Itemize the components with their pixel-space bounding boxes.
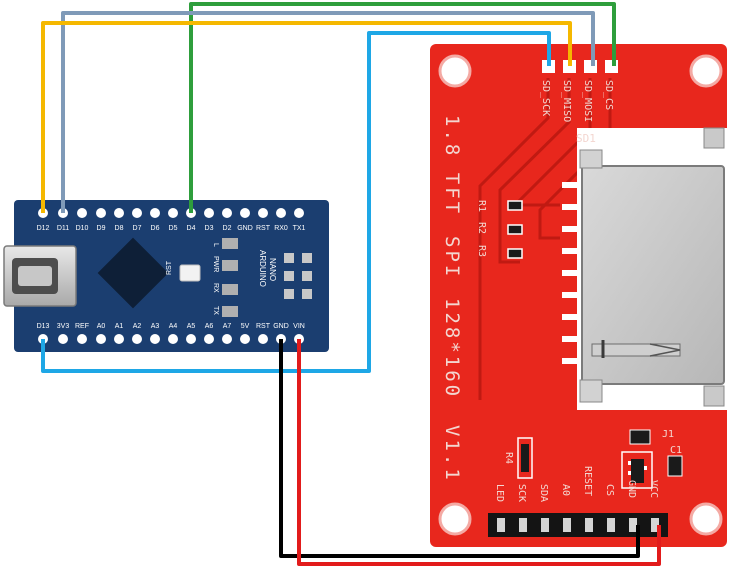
board-model: NANO <box>268 258 277 281</box>
led-label: PWR <box>212 256 219 272</box>
resistor-label: R2 <box>476 222 487 234</box>
pin-label: VIN <box>293 323 305 330</box>
pin-label: TX1 <box>293 225 306 232</box>
sd-pin-label: SD_SCK <box>540 80 551 116</box>
pin-label: D2 <box>223 225 232 232</box>
pin-label: 3V3 <box>57 323 70 330</box>
pin-label: A2 <box>133 323 142 330</box>
board-name: ARDUINO <box>258 250 267 287</box>
pin-label: 5V <box>241 323 250 330</box>
nano-top-pins <box>38 208 304 218</box>
header-pin-label: GND <box>626 480 637 498</box>
led-label: RX <box>212 283 219 293</box>
nano-bottom-pins <box>38 334 304 344</box>
pin-label: A0 <box>97 323 106 330</box>
pin-label: A5 <box>187 323 196 330</box>
sd-pin-label: SD_MISO <box>561 80 572 122</box>
wire-d12-sd-miso <box>41 21 572 213</box>
pin-label: A6 <box>205 323 214 330</box>
mounting-holes <box>438 54 723 536</box>
pin-label: D8 <box>115 225 124 232</box>
wires <box>41 2 661 566</box>
pin-label: GND <box>237 225 253 232</box>
header-pin-label: RESET <box>582 466 593 496</box>
pin-label: D5 <box>169 225 178 232</box>
pin-label: RX0 <box>274 225 288 232</box>
sd-card-slot: SD1 <box>562 127 727 410</box>
pin-label: D13 <box>37 323 50 330</box>
arduino-nano: RST L PWR RX TX ARDUINO NANO <box>3 200 329 352</box>
sd-slot-label: SD1 <box>576 132 596 145</box>
sd-pin-label: SD_CS <box>603 80 614 110</box>
header-pin-label: LED <box>494 484 505 502</box>
pin-label: D10 <box>76 225 89 232</box>
wire-vin <box>297 339 661 566</box>
pcb-traces <box>478 78 612 400</box>
pin-label: A3 <box>151 323 160 330</box>
reset-label: RST <box>166 260 173 275</box>
tft-title-line2: SPI <box>441 236 463 279</box>
header-pin-label: SDA <box>538 484 549 502</box>
lower-components: R4 J1 C1 <box>503 429 683 489</box>
header-pins <box>488 513 668 537</box>
led-label: L <box>212 243 219 247</box>
nano-board <box>14 200 329 352</box>
pin-label: D3 <box>205 225 214 232</box>
pin-label: REF <box>75 323 89 330</box>
tft-resolution: 128*160 <box>441 298 463 399</box>
nano-top-pin-labels: D12 D11 D10 D9 D8 D7 D6 D5 D4 D3 D2 GND … <box>37 225 306 232</box>
pin-label: D11 <box>57 225 69 232</box>
wire-d11-sd-mosi <box>61 11 595 213</box>
pin-label: RST <box>256 323 271 330</box>
wire-d13-sd-sck <box>41 31 551 373</box>
icsp-header <box>284 253 312 299</box>
nano-bottom-pin-labels: D13 3V3 REF A0 A1 A2 A3 A4 A5 A6 A7 5V R… <box>37 323 305 330</box>
usb-connector <box>3 245 77 307</box>
header-pin-label: VCC <box>648 480 659 498</box>
header-pin-label: A0 <box>560 484 571 496</box>
j1-label: J1 <box>662 429 674 440</box>
header-pin-labels: LED SCK SDA A0 RESET CS GND VCC <box>494 466 659 502</box>
header-pin-label: SCK <box>516 484 527 502</box>
header-pin-label: CS <box>604 484 615 496</box>
sd-pin-label: SD_MOSI <box>582 80 593 122</box>
pin-label: A1 <box>115 323 124 330</box>
resistor-label: R1 <box>476 200 487 212</box>
tft-title-line1: 1.8 TFT <box>441 115 463 216</box>
pin-label: A7 <box>223 323 232 330</box>
tft-version: V1.1 <box>441 425 463 483</box>
pin-label: D4 <box>187 225 196 232</box>
resistor-label: R3 <box>476 245 487 257</box>
pin-label: RST <box>256 225 271 232</box>
pin-label: GND <box>273 323 289 330</box>
r4-label: R4 <box>503 452 514 464</box>
pin-label: A4 <box>169 323 178 330</box>
wire-gnd <box>279 339 640 558</box>
tft-module: SD_SCK SD_MISO SD_MOSI SD_CS 1.8 TFT SPI… <box>430 44 727 547</box>
status-leds: L PWR RX TX <box>212 238 238 317</box>
pin-label: D7 <box>133 225 142 232</box>
pin-label: D12 <box>37 225 50 232</box>
pin-label: D9 <box>97 225 106 232</box>
wire-d4-sd-cs <box>189 2 616 213</box>
resistors: R1 R2 R3 <box>476 200 523 259</box>
led-label: TX <box>212 306 219 315</box>
pin-label: D6 <box>151 225 160 232</box>
tft-title: 1.8 TFT SPI 128*160 V1.1 <box>441 115 463 483</box>
reset-button[interactable] <box>179 264 201 282</box>
sd-pin-labels: SD_SCK SD_MISO SD_MOSI SD_CS <box>540 80 614 122</box>
c1-label: C1 <box>670 445 682 456</box>
